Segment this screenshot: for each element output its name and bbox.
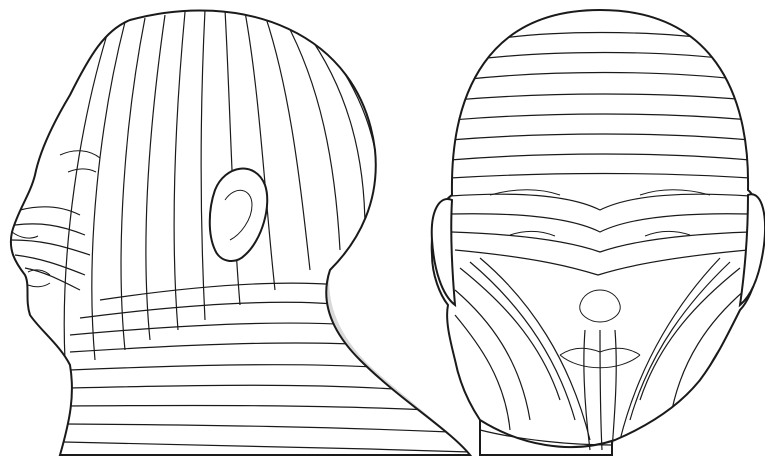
profile-head xyxy=(11,10,470,455)
frontal-head xyxy=(432,10,765,455)
frontal-outline xyxy=(432,10,762,447)
left-ear xyxy=(432,199,455,305)
